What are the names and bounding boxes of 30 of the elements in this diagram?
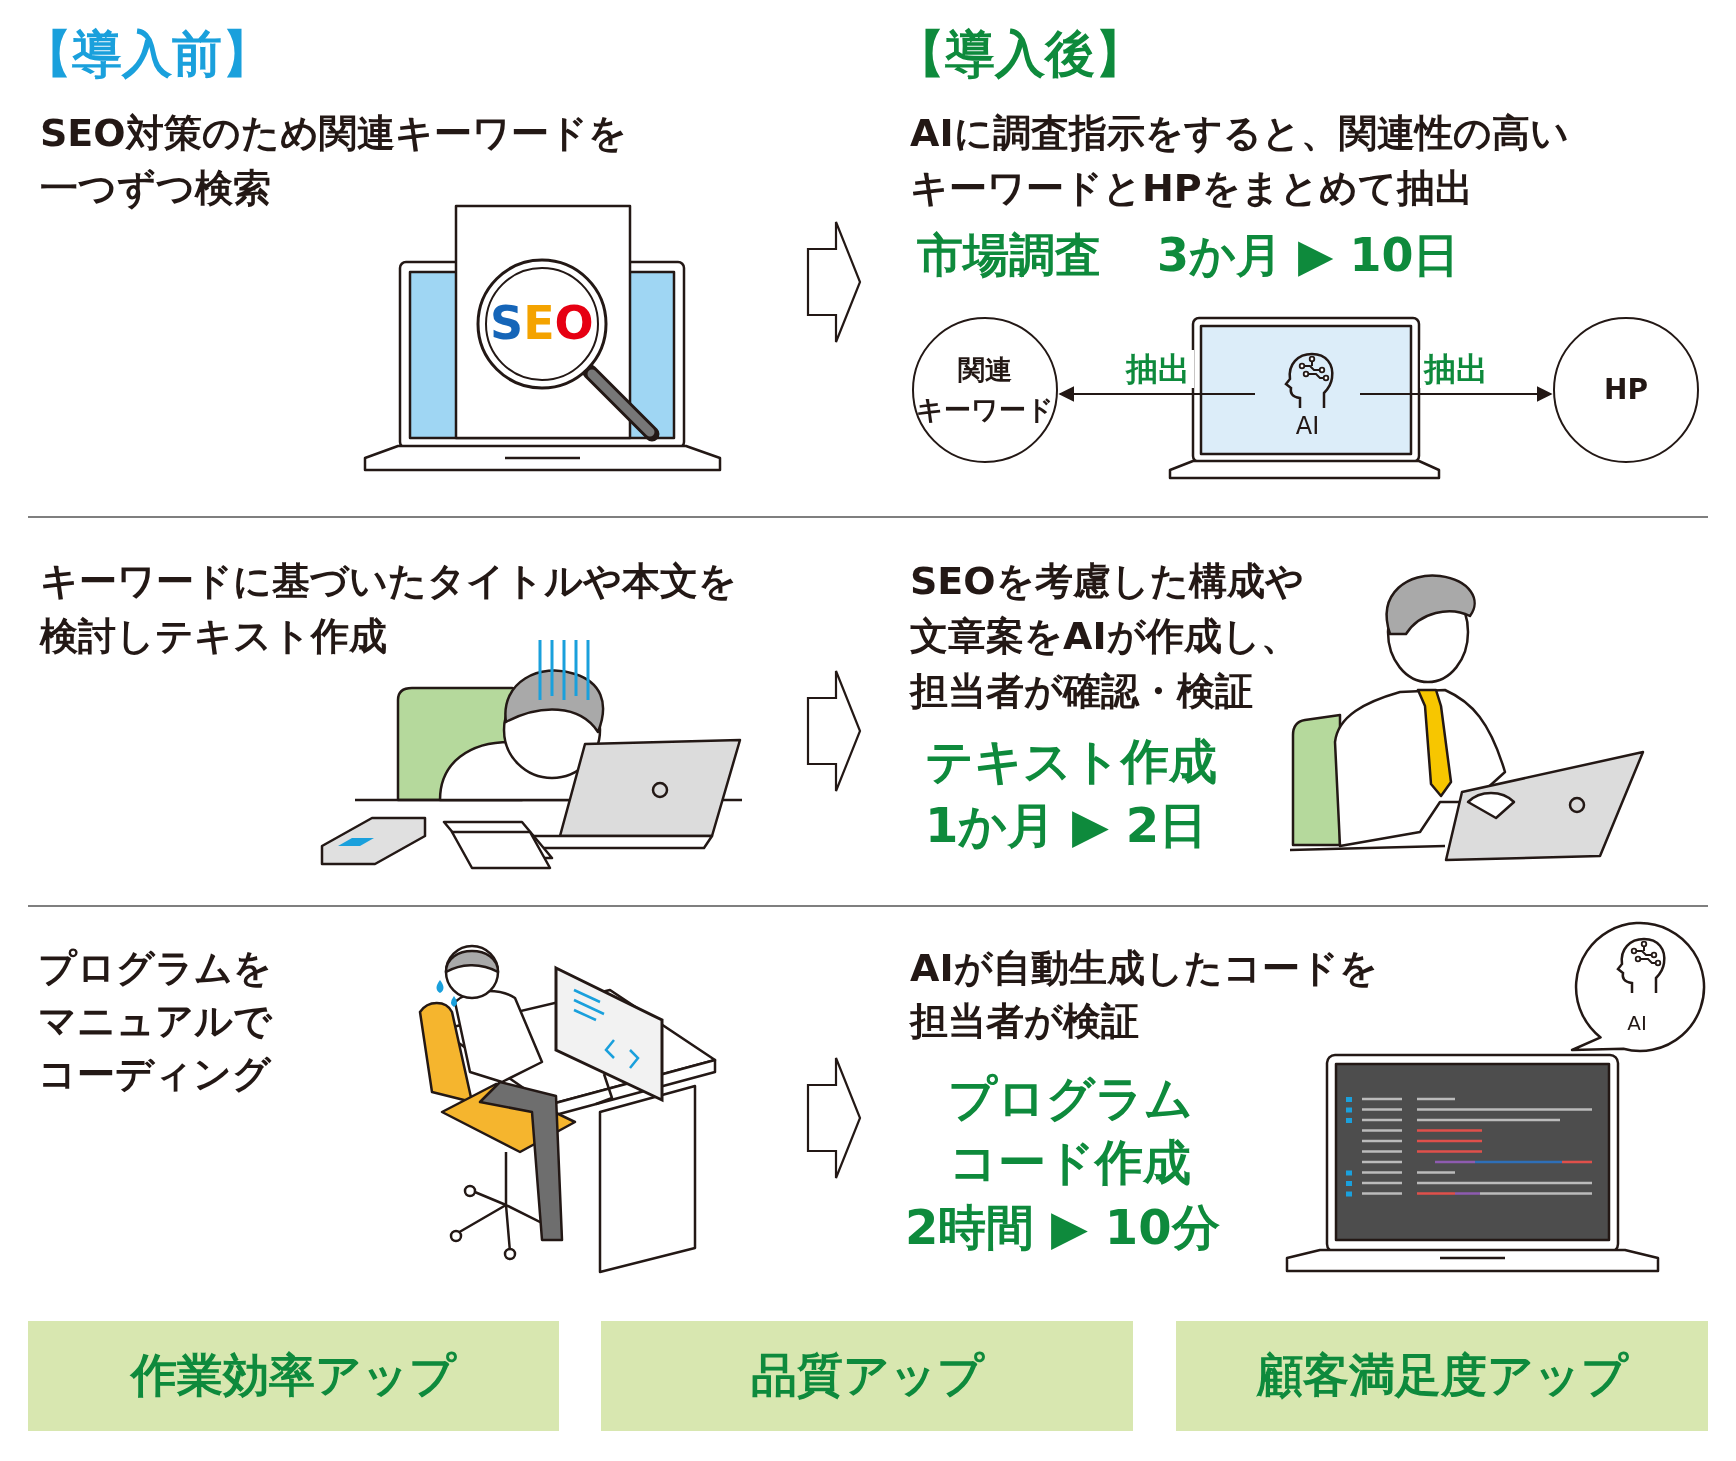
time-reduction-text: テキスト作成 [925, 732, 1217, 791]
step-description: キーワードに基づいたタイトルや本文を検討しテキスト作成 [40, 558, 737, 660]
section-heading: 【導入前】 [22, 24, 272, 85]
block-arrow [806, 669, 862, 793]
circle-label: HP [1604, 372, 1648, 408]
result-banner [28, 1321, 559, 1431]
section-heading: 【導入後】 [895, 24, 1145, 85]
time-reduction-text: プログラムコード作成 [947, 1069, 1193, 1192]
result-banner [601, 1321, 1133, 1431]
time-reduction-text: 3か月 ▶ 10日 [1157, 227, 1460, 284]
time-reduction-text: 市場調査 [917, 227, 1101, 284]
benefit-text: 品質アップ [750, 1347, 984, 1404]
block-arrow [806, 220, 862, 344]
benefit-text: 顧客満足度アップ [1256, 1347, 1628, 1404]
step-description: AIが自動生成したコードを担当者が検証 [910, 945, 1378, 1045]
step-description: AIに調査指示をすると、関連性の高いキーワードとHPをまとめて抽出 [910, 110, 1569, 212]
time-reduction-text: 1か月 ▶ 2日 [925, 796, 1208, 855]
arrow [1058, 386, 1256, 402]
step-description: SEOを考慮した構成や文章案をAIが作成し、担当者が確認・検証 [910, 558, 1304, 715]
icon-caption: AI [1295, 411, 1320, 441]
step-description: プログラムをマニュアルでコーディング [38, 945, 272, 1098]
icon-caption: AI [1626, 1011, 1648, 1035]
arrow [1359, 386, 1553, 402]
step-description: SEO対策のため関連キーワードを一つずつ検索 [40, 110, 627, 212]
block-arrow [806, 1056, 862, 1180]
circle-label: 関連キーワード [916, 353, 1054, 427]
result-banner [1176, 1321, 1708, 1431]
seo-text: SEO [490, 295, 594, 352]
time-reduction-text: 2時間 ▶ 10分 [905, 1198, 1220, 1257]
benefit-text: 作業効率アップ [131, 1347, 456, 1404]
